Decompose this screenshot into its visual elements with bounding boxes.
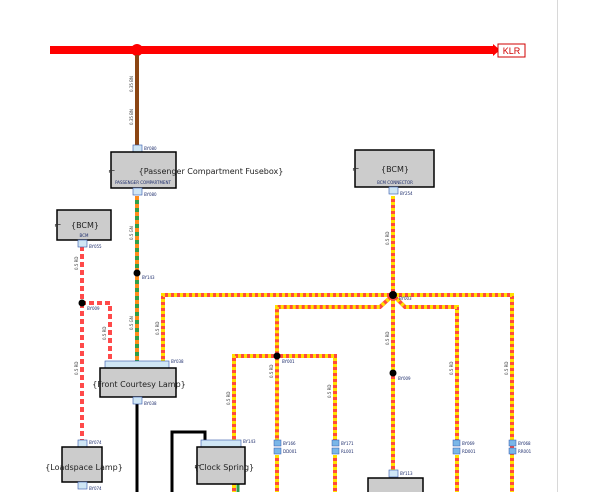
courtesy-bottom-conn-label: BY038 — [144, 401, 157, 406]
wire-red-yellow-network — [161, 196, 514, 492]
bcm-top-pin — [388, 186, 399, 195]
splice-points: BY143 BY009 BY003 BY001 BY009 — [78, 269, 412, 381]
svg-text:0.5 RD: 0.5 RD — [74, 257, 79, 271]
terminal-t1[interactable]: BY166 DD001 — [273, 439, 297, 455]
terminal-t1-bottom: DD001 — [283, 449, 297, 454]
fusebox-sub-label: PASSENGER COMPARTMENT — [115, 180, 171, 185]
terminal-t2-top: BY171 — [341, 441, 354, 446]
bcm-left-pin — [77, 239, 88, 248]
t5-label: BY113 — [400, 471, 413, 476]
front-courtesy-lamp[interactable]: BY038 {Front Courtesy Lamp} BY038 — [92, 359, 186, 406]
courtesy-bottom-pin — [132, 396, 143, 405]
clock-spring-ref-icon: ⌐ — [194, 462, 202, 472]
splice-3-label: BY003 — [399, 296, 412, 301]
loadspace-bottom-pin — [77, 481, 88, 490]
splice-3 — [389, 291, 397, 299]
svg-text:0.5 RD: 0.5 RD — [102, 327, 107, 341]
splice-4-label: BY001 — [282, 359, 295, 364]
klr-power-rail: KLR — [50, 43, 526, 58]
clock-spring[interactable]: BY143 ⌐ {Clock Spring} — [194, 439, 256, 485]
terminal-t3-top: BY069 — [462, 441, 475, 446]
klr-label-box — [497, 43, 526, 58]
svg-text:0.5 RD: 0.5 RD — [155, 322, 160, 336]
bcm-top-ref-icon: ⌐ — [352, 165, 360, 175]
fusebox-ref-icon: ⌐ — [108, 167, 116, 177]
loadspace-top-pin — [77, 439, 88, 448]
svg-text:0.5 GN: 0.5 GN — [129, 226, 134, 240]
svg-text:0.5 RD: 0.5 RD — [449, 362, 454, 376]
svg-text:0.5 RD: 0.5 RD — [74, 362, 79, 376]
terminal-t1-top: BY166 — [283, 441, 296, 446]
svg-text:0.5 RD: 0.5 RD — [504, 362, 509, 376]
fusebox-name: {Passenger Compartment Fusebox} — [139, 167, 284, 176]
svg-text:0.5 RD: 0.5 RD — [226, 392, 231, 406]
splice-2 — [78, 299, 86, 307]
splice-2-label: BY009 — [87, 306, 100, 311]
page-edge-rule — [557, 0, 558, 492]
fusebox-bottom-conn-label: BY080 — [144, 192, 157, 197]
klr-label: KLR — [503, 46, 521, 56]
bcm-left-ref-icon: ⌐ — [54, 221, 62, 231]
terminal-t2[interactable]: BY171 RL001 — [331, 439, 354, 455]
t5-pin — [388, 469, 399, 478]
clock-spring-connector — [200, 439, 242, 448]
splice-5-label: BY009 — [398, 376, 411, 381]
svg-text:0.5 RD: 0.5 RD — [327, 385, 332, 399]
splice-1 — [133, 269, 141, 277]
wire-red-bcm-left — [80, 246, 112, 440]
bcm-top-sub-label: BCM CONNECTOR — [377, 180, 413, 185]
fusebox-top-conn-label: BY080 — [144, 146, 157, 151]
loadspace-top-conn-label: BY074 — [89, 440, 102, 445]
bcm-left-name: {BCM} — [71, 221, 99, 230]
svg-text:0.5 RD: 0.5 RD — [385, 232, 390, 246]
partial-component-bottom[interactable]: BY113 — [367, 469, 424, 492]
clock-spring-name: {Clock Spring} — [194, 463, 254, 472]
loadspace-lamp[interactable]: BY074 {Loadspace Lamp} BY074 — [45, 439, 123, 491]
loadspace-name: {Loadspace Lamp} — [45, 463, 123, 472]
bcm-left-conn-label: BY055 — [89, 244, 102, 249]
svg-text:0.35 BN: 0.35 BN — [129, 109, 134, 125]
loadspace-bottom-conn-label: BY074 — [89, 486, 102, 491]
bcm-top-conn-label: BY254 — [400, 191, 413, 196]
splice-4 — [273, 352, 281, 360]
svg-text:0.5 RD: 0.5 RD — [385, 332, 390, 346]
passenger-compartment-fusebox[interactable]: BY080 ⌐ {Passenger Compartment Fusebox} … — [108, 144, 284, 197]
courtesy-top-conn-label: BY038 — [171, 359, 184, 364]
svg-text:0.35 BN: 0.35 BN — [129, 76, 134, 92]
terminal-t3[interactable]: BY069 RD001 — [452, 439, 476, 455]
fusebox-bottom-pin — [132, 187, 143, 196]
terminal-t3-bottom: RD001 — [462, 449, 476, 454]
bcm-left[interactable]: ⌐ {BCM} BCM BY055 — [54, 209, 112, 249]
svg-text:0.5 RD: 0.5 RD — [269, 365, 274, 379]
courtesy-name: {Front Courtesy Lamp} — [92, 380, 186, 389]
bcm-left-sub-label: BCM — [80, 233, 89, 238]
splice-5 — [389, 369, 397, 377]
bcm-top[interactable]: ⌐ {BCM} BCM CONNECTOR BY254 — [352, 149, 435, 196]
fusebox-top-pin — [132, 144, 143, 153]
courtesy-top-connector — [104, 360, 170, 369]
terminal-t4-bottom: RR001 — [518, 449, 532, 454]
wire-black — [135, 398, 207, 492]
svg-text:0.5 GN: 0.5 GN — [129, 316, 134, 330]
splice-1-label: BY143 — [142, 275, 155, 280]
wire-spec-labels: 0.35 BN 0.35 BN 0.5 GN 0.5 GN 0.5 RD 0.5… — [74, 76, 509, 405]
clock-spring-conn-label: BY143 — [243, 439, 256, 444]
bcm-top-name: {BCM} — [381, 165, 409, 174]
terminal-t4-top: BY068 — [518, 441, 531, 446]
terminal-t4[interactable]: BY068 RR001 — [508, 439, 532, 455]
terminal-t2-bottom: RL001 — [341, 449, 354, 454]
